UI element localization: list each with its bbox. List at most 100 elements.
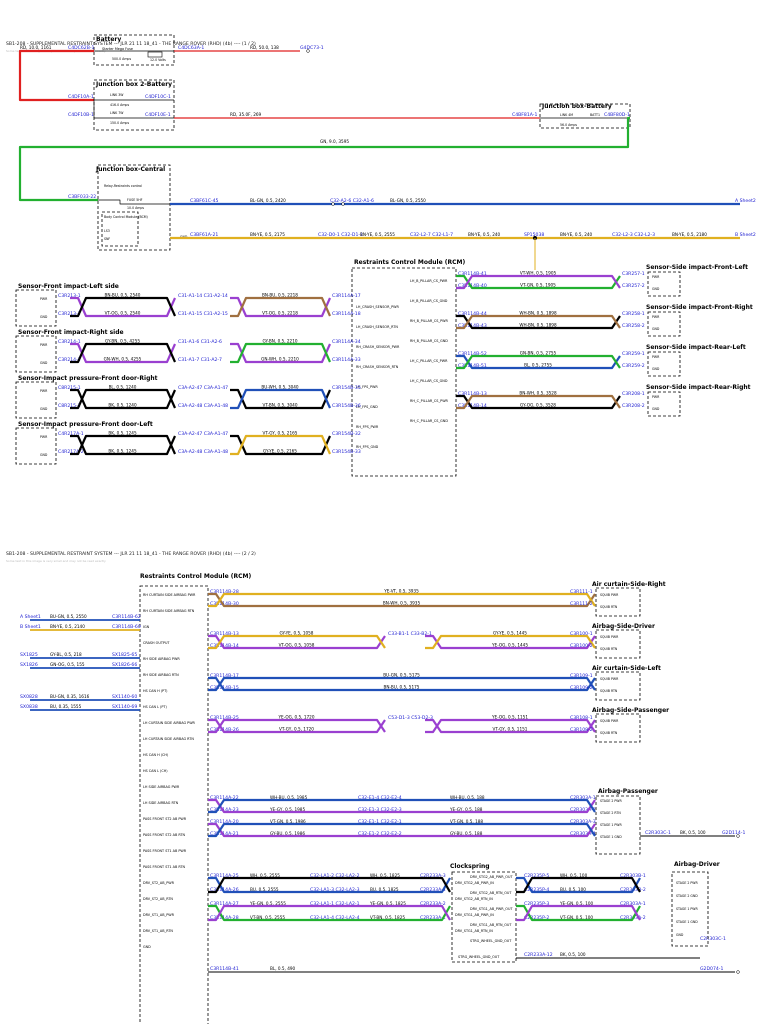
clockspring-wire-3: YE-GN, 0.5, 100 bbox=[559, 901, 594, 906]
right-sensor-pair-b bbox=[456, 354, 621, 370]
left-sensor-pair-a-b bbox=[70, 434, 177, 456]
airbag-title: Airbag-Side-Driver bbox=[592, 623, 655, 630]
rcm2-pin: PASS FRONT ST2 AB RTN bbox=[143, 833, 186, 837]
left-sensor-rcm-1: C3R154B-35 bbox=[332, 385, 361, 391]
left-sensor-pair-a-b bbox=[70, 342, 177, 364]
right-sensor-box bbox=[647, 351, 681, 377]
passenger-airbag-box bbox=[595, 795, 641, 855]
right-sensor-pair-b bbox=[456, 274, 621, 290]
driver-airbag-title: Airbag-Driver bbox=[674, 861, 720, 868]
clockspring-out-conn: C2R235P-2 bbox=[524, 915, 549, 921]
airbag-pair-b-b bbox=[425, 634, 596, 650]
airbag-rcm-1: C3R114B-17 bbox=[210, 673, 239, 679]
rcm2-pin: LH CURTAIN SIDE AIRBAG RTN bbox=[143, 737, 194, 741]
jbc-relay: Relay-Restraints control bbox=[104, 184, 142, 188]
yellow-connector-3: C32-L2-3 C32-L2-3 bbox=[612, 232, 655, 238]
jb2-link1-rating: 416.0 Amps bbox=[110, 103, 129, 107]
airbag-conn-1: C3R108-1 bbox=[570, 715, 593, 721]
left-sensor-pair-b-b bbox=[230, 434, 332, 456]
rcm-right-pin: RH_B_PILLAR_CS_GND bbox=[410, 339, 448, 343]
jb2-pin-c: C4DF10B-1 bbox=[68, 112, 94, 118]
input-pin: C3R114B-62 bbox=[112, 614, 141, 620]
rcm-right-pin: RH_C_PILLAR_CS_PWR bbox=[410, 399, 449, 403]
passenger-conn: C2R303A-1 bbox=[570, 795, 596, 801]
clockspring-wire-1: VT-BN, 0.5, 2555 bbox=[250, 915, 285, 920]
clockspring-in-conn: C2R233A-4 bbox=[420, 887, 446, 893]
airbag-box bbox=[595, 587, 641, 617]
rcm-gnd-end: G2D074-1 bbox=[700, 966, 723, 972]
jbc-bcm-ls3: LS3 bbox=[104, 229, 110, 233]
left-sensor-mid-2: C31-A1-7 C31-A2-7 bbox=[178, 357, 222, 363]
airbag-pair-a-b bbox=[208, 718, 386, 734]
starter-fuse-rating: 500.0 Amps bbox=[112, 57, 131, 61]
airbag-pair-b-label-2: YE-OG, 0.5, 1445 bbox=[491, 643, 528, 648]
left-sensor-pair-b-a bbox=[230, 388, 332, 410]
input-sheet: SX0838 bbox=[20, 704, 38, 710]
rcm2-pin: PASS FRONT ST1 AB RTN bbox=[143, 865, 186, 869]
input-sheet: SX1825 bbox=[20, 652, 38, 658]
right-sensor-rcm-2: C3R114B-43 bbox=[458, 323, 487, 329]
airbag-box bbox=[595, 713, 641, 743]
blue-connector-a bbox=[331, 202, 335, 206]
passenger-mid: C32-E1-3 C32-E2-3 bbox=[358, 807, 402, 813]
clockspring-out-pin: DRV_STG2_AB_RTN_OUT bbox=[470, 891, 512, 895]
left-sensor-rcm-1: C3R114A-17 bbox=[332, 293, 361, 299]
airbag-pair-a-label-2: VT-GY, 0.5, 1720 bbox=[279, 727, 314, 732]
passenger-wire-2: GY-BU, 0.5, 188 bbox=[450, 831, 483, 836]
right-sensor-pair-label-1: WH-BN, 0.5, 1898 bbox=[519, 311, 557, 316]
rcm2-pin: HS CAN L (CH) bbox=[143, 769, 168, 773]
left-sensor-pair-b-label-1: BU-WH, 0.5, 3040 bbox=[261, 385, 299, 390]
passenger-wire-2: WH-BU, 0.5, 188 bbox=[450, 795, 485, 800]
airbag-pin-pwr: SQUIB PWR bbox=[600, 677, 619, 681]
clockspring-rcm-pin: C3R114A-27 bbox=[210, 901, 239, 907]
battery-end-pin: G4DC73-1 bbox=[300, 45, 324, 51]
airbag-pair-b-a bbox=[425, 634, 596, 650]
passenger-gnd-pin: C2R303C-1 bbox=[645, 830, 671, 836]
input-sheet: SX0828 bbox=[20, 694, 38, 700]
passenger-conn: C2R303A-4 bbox=[570, 831, 596, 837]
clockspring-out-pin: DRV_STG1_AB_RTN_OUT bbox=[470, 923, 512, 927]
left-sensor-pair-b-label-1: VT-GY, 0.5, 2165 bbox=[263, 431, 298, 436]
rcm-box-2 bbox=[139, 585, 209, 1024]
rcm-right-pin: RH_C_PILLAR_CS_GND bbox=[410, 419, 448, 423]
clockspring-title: Clockspring bbox=[450, 863, 490, 870]
battery-pin-right: C4DC63A-1 bbox=[178, 45, 204, 51]
right-sensor-pin-gnd: GND bbox=[652, 287, 660, 291]
airbag-pair-b-label-1: YE-OG, 0.5, 1151 bbox=[491, 715, 528, 720]
airbag-conn-2: C3R109-2 bbox=[570, 685, 593, 691]
left-sensor-pair-b-a bbox=[230, 434, 332, 456]
airbag-rcm-2: C3R114B-30 bbox=[210, 601, 239, 607]
passenger-gnd-terminal bbox=[736, 834, 740, 838]
input-wire-label: GN-OG, 0.5, 155 bbox=[50, 662, 85, 667]
airbag-conn-1: C3R100-1 bbox=[570, 631, 593, 637]
jb2-pin-d: C4DF10E-1 bbox=[145, 112, 171, 118]
passenger-wire-1: WH-BU, 0.5, 1985 bbox=[270, 795, 308, 800]
left-sensor-rcm-2: C3R114A-33 bbox=[332, 357, 361, 363]
right-sensor-pin-gnd: GND bbox=[652, 327, 660, 331]
right-sensor-conn-1: C3R208-1 bbox=[622, 391, 645, 397]
yellow-wire-label-5: BN-YE, 0.5, 2180 bbox=[672, 232, 707, 237]
right-sensor-pin-pwr: PWR bbox=[652, 395, 660, 399]
right-sensor-pair-label-2: BL, 0.5, 2755 bbox=[524, 363, 552, 368]
passenger-pair-1-b bbox=[208, 798, 596, 814]
airbag-rcm-1: C3R114B-13 bbox=[210, 631, 239, 637]
airbag-conn-2: C3R108-2 bbox=[570, 727, 593, 733]
rcm-left-pin: LH_FPS_PWR bbox=[356, 385, 378, 389]
clockspring-pair-2b-a bbox=[516, 904, 641, 922]
right-sensor-pin-gnd: GND bbox=[652, 407, 660, 411]
left-sensor-box bbox=[15, 381, 57, 419]
left-sensor-mid-2: C31-A1-15 C31-A2-15 bbox=[178, 311, 228, 317]
rcm-gnd-wire: BL, 0.5, 490 bbox=[270, 966, 296, 971]
left-sensor-mid-2: C3A-A2-48 C3A-A1-48 bbox=[178, 403, 228, 409]
left-sensor-pin-gnd: GND bbox=[40, 453, 48, 457]
airbag-pin-rtn: SQUIB RTN bbox=[600, 689, 618, 693]
airbag-pair-a bbox=[208, 592, 596, 608]
right-sensor-pair-label-2: WH-BN, 0.5, 1898 bbox=[519, 323, 557, 328]
passenger-pin-name: STAGE 1 GND bbox=[600, 835, 622, 839]
yellow-wire-label-4: BN-YE, 0.5, 240 bbox=[560, 232, 593, 237]
driver-airbag-pin: STAGE 2 PWR bbox=[676, 881, 698, 885]
clockspring-pair-1b-a bbox=[516, 876, 641, 894]
battery-cell bbox=[147, 51, 163, 58]
left-sensor-pair-b-a bbox=[230, 342, 332, 364]
airbag-title: Air curtain-Side-Right bbox=[592, 581, 666, 588]
